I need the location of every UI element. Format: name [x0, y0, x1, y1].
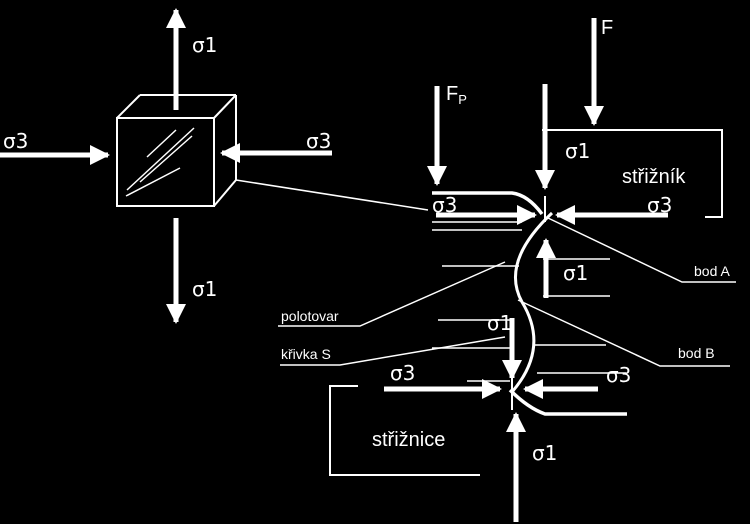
curve-s-label: křivka S [281, 346, 331, 362]
mid-sigma1-label: σ1 [563, 261, 588, 285]
s-curve [510, 211, 554, 393]
cube-leader-line [235, 179, 429, 211]
die-sigma3-right-label: σ3 [606, 363, 631, 387]
die-sigma1-bottom-label: σ1 [532, 441, 557, 465]
point-b-label: bod B [678, 345, 715, 361]
punch-edge-arrows [436, 84, 668, 298]
cube-sigma3-left-label: σ3 [3, 129, 28, 153]
punch-sigma3-right-label: σ3 [647, 193, 672, 217]
shear-axis-lines [511, 196, 546, 410]
die-sigma1-top-label: σ1 [487, 311, 512, 335]
die-outline [329, 385, 480, 476]
cube-sigma1-bottom-label: σ1 [192, 277, 217, 301]
cube-stress-arrows [0, 8, 332, 324]
workpiece-lines [432, 221, 626, 382]
cube-sigma3-right-label: σ3 [306, 129, 331, 153]
die-surface-line [508, 388, 627, 416]
punch-label: střižník [622, 166, 686, 188]
blank-holder-line [432, 191, 544, 216]
point-a-label: bod A [694, 263, 730, 279]
die-label: střižnice [372, 429, 445, 451]
workpiece-label: polotovar [281, 308, 339, 324]
callout-leaders [278, 217, 736, 367]
punch-sigma3-left-label: σ3 [432, 193, 457, 217]
punch-sigma1-label: σ1 [565, 139, 590, 163]
stress-cube-icon [116, 94, 237, 207]
cube-sigma1-top-label: σ1 [192, 33, 217, 57]
punch-outline [542, 129, 723, 218]
force-fp-label: FP [446, 83, 467, 107]
force-f-label: F [601, 17, 613, 39]
force-arrows [427, 18, 604, 186]
die-edge-arrows [384, 318, 598, 522]
die-sigma3-left-label: σ3 [390, 361, 415, 385]
